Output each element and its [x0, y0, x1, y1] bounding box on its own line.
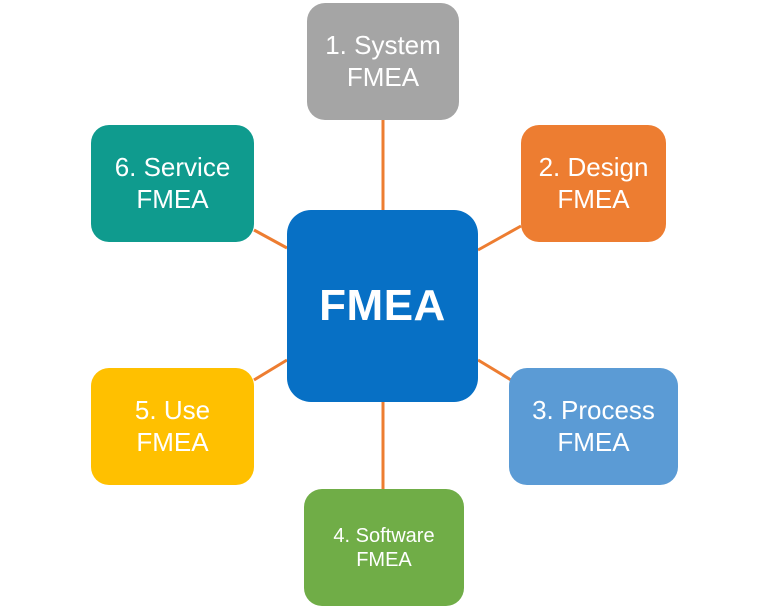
connector-design [477, 224, 522, 252]
center-node-label: FMEA [319, 280, 446, 330]
node-design-label: 2. Design FMEA [538, 152, 649, 214]
node-system-label: 1. System FMEA [325, 30, 441, 92]
node-use-label: 5. Use FMEA [134, 395, 211, 457]
connector-service [253, 228, 288, 250]
connector-process [477, 358, 512, 382]
connector-use [253, 358, 288, 382]
node-software-fmea: 4. Software FMEA [304, 489, 464, 606]
node-service-fmea: 6. Service FMEA [91, 125, 254, 242]
node-design-fmea: 2. Design FMEA [521, 125, 666, 242]
node-software-label: 4. Software FMEA [333, 524, 435, 571]
node-use-fmea: 5. Use FMEA [91, 368, 254, 485]
node-service-label: 6. Service FMEA [114, 152, 231, 214]
node-process-fmea: 3. Process FMEA [509, 368, 678, 485]
node-process-label: 3. Process FMEA [532, 395, 655, 457]
center-node-fmea: FMEA [287, 210, 478, 402]
node-system-fmea: 1. System FMEA [307, 3, 459, 120]
